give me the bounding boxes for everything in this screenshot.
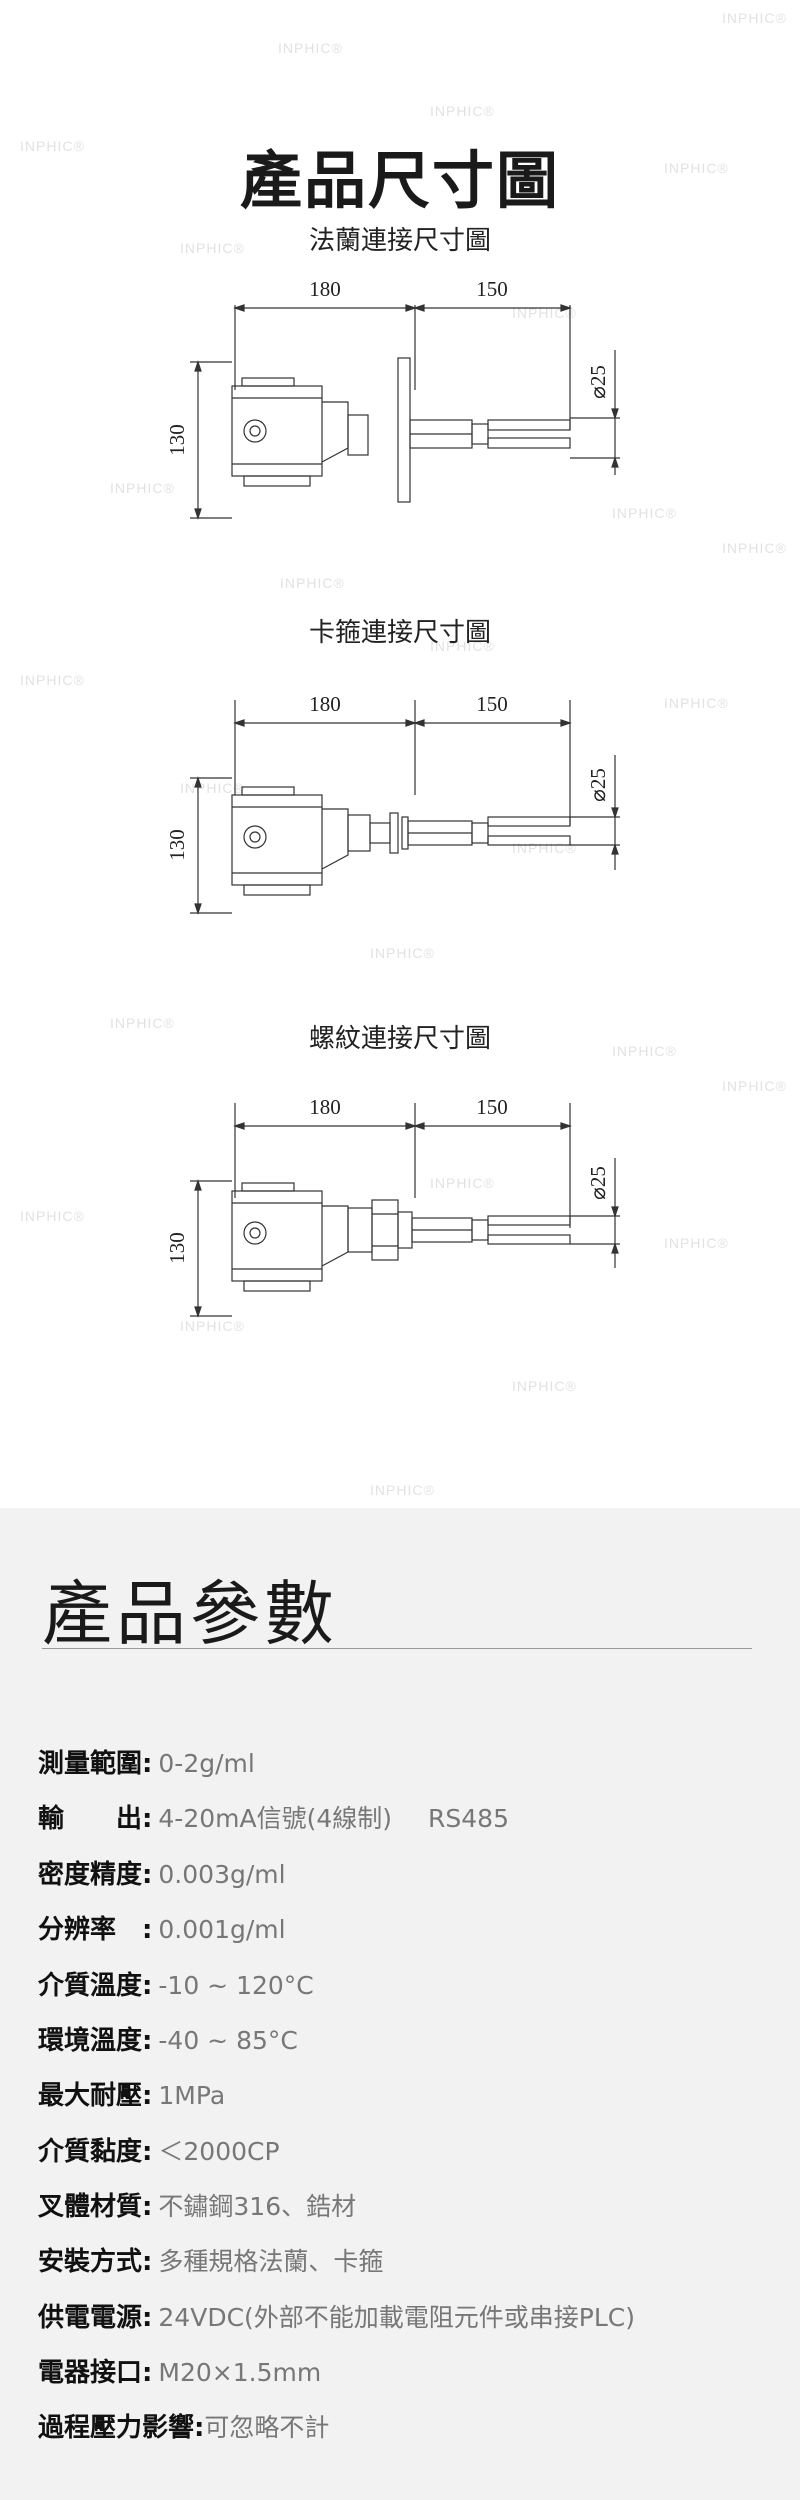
param-label: 電器接口: bbox=[38, 2358, 153, 2388]
param-label: 分辨率 : bbox=[38, 1915, 153, 1945]
watermark: INPHIC® bbox=[280, 575, 345, 591]
dim-diameter: ⌀25 bbox=[586, 768, 610, 802]
param-label: 測量範圍: bbox=[38, 1749, 153, 1779]
param-label: 叉體材質: bbox=[38, 2192, 153, 2222]
watermark: INPHIC® bbox=[512, 305, 577, 321]
params-divider bbox=[42, 1648, 752, 1649]
watermark: INPHIC® bbox=[430, 638, 495, 654]
watermark: INPHIC® bbox=[664, 160, 729, 176]
param-label: 供電電源: bbox=[38, 2303, 153, 2333]
param-value: 0.003g/ml bbox=[158, 1860, 286, 1889]
watermark: INPHIC® bbox=[722, 540, 787, 556]
params-title: 產品參數 bbox=[42, 1573, 338, 1655]
watermark: INPHIC® bbox=[278, 40, 343, 56]
params-section: 產品參數 測量範圍:0-2g/ml 輸 出:4-20mA信號(4線制) RS485… bbox=[0, 1508, 800, 2500]
drawing-title-flange: 法蘭連接尺寸圖 bbox=[308, 226, 491, 256]
param-value: ＜2000CP bbox=[158, 2137, 280, 2166]
dim-width-left: 180 bbox=[309, 1095, 341, 1119]
param-value: 不鏽鋼316、鋯材 bbox=[158, 2192, 357, 2221]
dim-width-right: 150 bbox=[476, 277, 508, 301]
dim-width-right: 150 bbox=[476, 692, 508, 716]
param-row-pressure-effect: 過程壓力影響:可忽略不計 bbox=[38, 2408, 329, 2448]
watermark: INPHIC® bbox=[512, 840, 577, 856]
dim-diameter: ⌀25 bbox=[586, 1166, 610, 1200]
page-title: 產品尺寸圖 bbox=[239, 144, 560, 217]
param-row-max-pressure: 最大耐壓:1MPa bbox=[38, 2076, 225, 2116]
watermark: INPHIC® bbox=[512, 1378, 577, 1394]
watermark: INPHIC® bbox=[722, 10, 787, 26]
param-label: 過程壓力影響: bbox=[38, 2413, 205, 2443]
param-label: 介質黏度: bbox=[38, 2137, 153, 2167]
param-row-accuracy: 密度精度:0.003g/ml bbox=[38, 1855, 286, 1895]
param-value: 0.001g/ml bbox=[158, 1915, 286, 1944]
watermark: INPHIC® bbox=[110, 480, 175, 496]
watermark: INPHIC® bbox=[664, 1235, 729, 1251]
drawing-title-clamp: 卡箍連接尺寸圖 bbox=[308, 618, 491, 648]
param-row-range: 測量範圍:0-2g/ml bbox=[38, 1744, 255, 1784]
param-label: 環境溫度: bbox=[38, 2026, 153, 2056]
param-row-electrical-interface: 電器接口:M20×1.5mm bbox=[38, 2353, 321, 2393]
param-row-medium-temp: 介質溫度:-10 ~ 120°C bbox=[38, 1966, 314, 2006]
param-row-ambient-temp: 環境溫度:-40 ~ 85°C bbox=[38, 2021, 298, 2061]
dim-width-left: 180 bbox=[309, 277, 341, 301]
dim-height: 130 bbox=[165, 424, 189, 456]
watermark: INPHIC® bbox=[430, 1175, 495, 1191]
drawing-clamp: 180 150 130 ⌀25 bbox=[150, 665, 650, 915]
param-value: -10 ~ 120°C bbox=[158, 1971, 314, 2000]
drawing-title-thread: 螺紋連接尺寸圖 bbox=[308, 1024, 491, 1054]
watermark: INPHIC® bbox=[110, 1015, 175, 1031]
dim-width-right: 150 bbox=[476, 1095, 508, 1119]
param-label: 輸 出: bbox=[38, 1804, 153, 1834]
drawing-flange: 180 150 130 ⌀25 bbox=[150, 270, 650, 520]
param-row-resolution: 分辨率 :0.001g/ml bbox=[38, 1910, 286, 1950]
param-row-installation: 安裝方式:多種規格法蘭、卡箍 bbox=[38, 2242, 383, 2282]
param-value: 可忽略不計 bbox=[204, 2413, 330, 2442]
param-label: 最大耐壓: bbox=[38, 2081, 153, 2111]
param-value: M20×1.5mm bbox=[158, 2358, 322, 2387]
param-label: 安裝方式: bbox=[38, 2247, 153, 2277]
param-value: 1MPa bbox=[158, 2081, 226, 2110]
watermark: INPHIC® bbox=[180, 1318, 245, 1334]
dim-width-left: 180 bbox=[309, 692, 341, 716]
param-value: -40 ~ 85°C bbox=[158, 2026, 298, 2055]
param-value: 0-2g/ml bbox=[158, 1749, 255, 1778]
param-value: 24VDC(外部不能加載電阻元件或串接PLC) bbox=[158, 2303, 635, 2332]
watermark: INPHIC® bbox=[722, 1078, 787, 1094]
watermark: INPHIC® bbox=[612, 1043, 677, 1059]
dim-height: 130 bbox=[165, 829, 189, 861]
dim-diameter: ⌀25 bbox=[586, 365, 610, 399]
param-row-power: 供電電源:24VDC(外部不能加載電阻元件或串接PLC) bbox=[38, 2298, 635, 2338]
watermark: INPHIC® bbox=[180, 240, 245, 256]
param-value: 4-20mA信號(4線制) bbox=[158, 1804, 393, 1833]
param-extra: RS485 bbox=[428, 1804, 509, 1833]
param-label: 密度精度: bbox=[38, 1860, 153, 1890]
param-row-viscosity: 介質黏度:＜2000CP bbox=[38, 2132, 280, 2172]
watermark: INPHIC® bbox=[20, 138, 85, 154]
dim-height: 130 bbox=[165, 1232, 189, 1264]
param-row-output: 輸 出:4-20mA信號(4線制) RS485 bbox=[38, 1799, 509, 1839]
drawing-thread: 180 150 130 ⌀25 bbox=[150, 1068, 650, 1318]
watermark: INPHIC® bbox=[370, 1482, 435, 1498]
watermark: INPHIC® bbox=[20, 672, 85, 688]
param-row-fork-material: 叉體材質:不鏽鋼316、鋯材 bbox=[38, 2187, 356, 2227]
param-label: 介質溫度: bbox=[38, 1971, 153, 2001]
watermark: INPHIC® bbox=[430, 103, 495, 119]
watermark: INPHIC® bbox=[20, 1208, 85, 1224]
param-value: 多種規格法蘭、卡箍 bbox=[158, 2247, 384, 2276]
watermark: INPHIC® bbox=[612, 505, 677, 521]
watermark: INPHIC® bbox=[664, 695, 729, 711]
watermark: INPHIC® bbox=[370, 945, 435, 961]
